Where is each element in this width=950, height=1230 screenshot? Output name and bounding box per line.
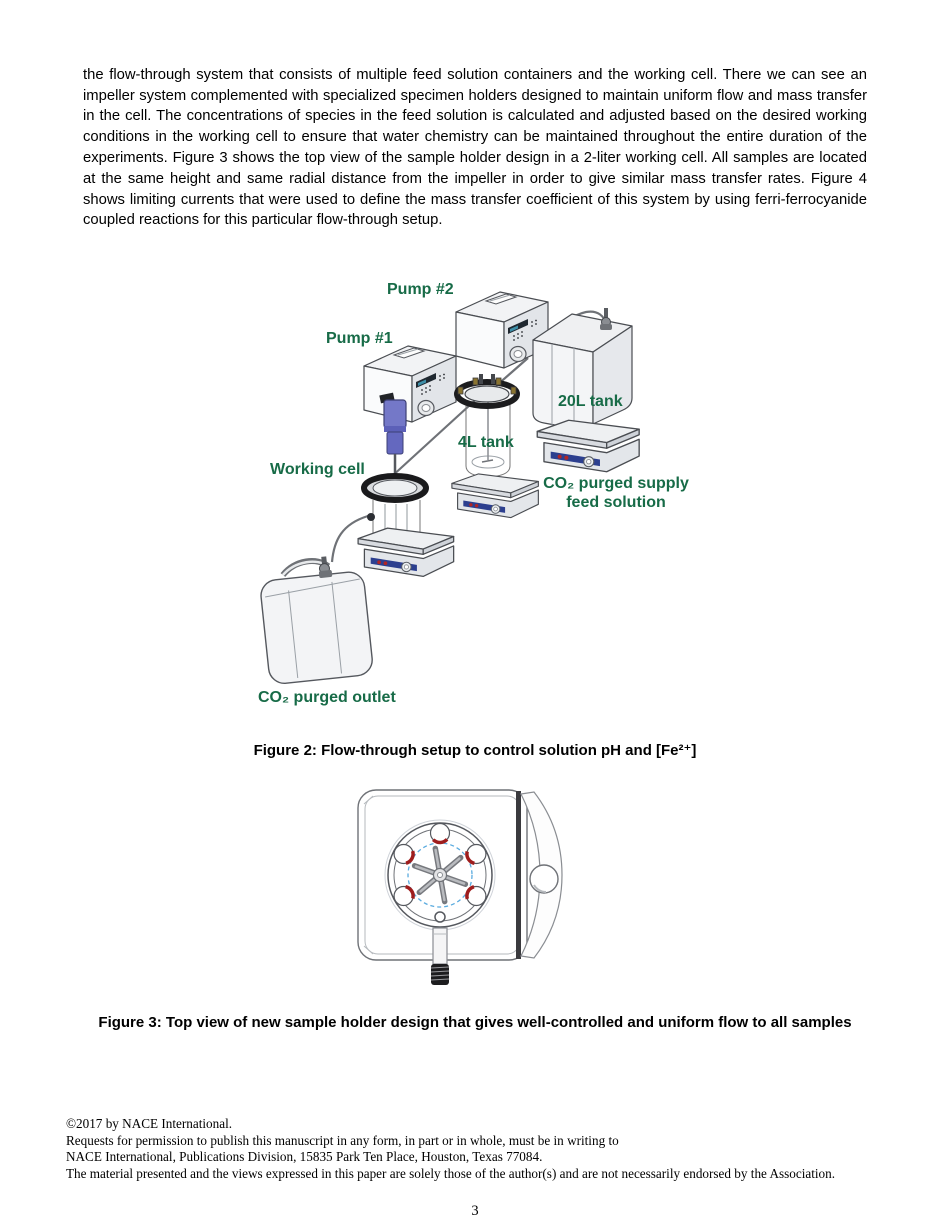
outlet-tank bbox=[260, 556, 373, 685]
label-supply-line1: CO₂ purged supply bbox=[543, 475, 689, 492]
footer-address: NACE International, Publications Divisio… bbox=[66, 1149, 543, 1165]
tank-20l bbox=[532, 308, 640, 473]
motor-body bbox=[383, 399, 407, 429]
figure2-caption: Figure 2: Flow-through setup to control … bbox=[253, 742, 697, 759]
bracket-edge bbox=[516, 791, 521, 959]
working-cell bbox=[357, 392, 455, 578]
balance-working-cell bbox=[357, 527, 455, 578]
shaft bbox=[430, 927, 450, 985]
tank-4l bbox=[451, 374, 539, 519]
footer-disclaimer: The material presented and the views exp… bbox=[66, 1165, 836, 1181]
bracket-hole bbox=[529, 864, 559, 894]
figure2-svg: Pump #2 Pump #1 20L tank 4L tank Working… bbox=[258, 281, 689, 706]
figure3-svg bbox=[357, 789, 563, 985]
body-paragraph: the flow-through system that consists of… bbox=[83, 66, 867, 229]
label-pump2: Pump #2 bbox=[387, 281, 454, 298]
balance-20l bbox=[536, 419, 640, 473]
impeller bbox=[411, 845, 469, 905]
label-pump1: Pump #1 bbox=[326, 330, 393, 347]
footer-copyright: ©2017 by NACE International. bbox=[66, 1116, 233, 1131]
page-number: 3 bbox=[471, 1202, 479, 1219]
footer: ©2017 by NACE International. Requests fo… bbox=[66, 1116, 890, 1182]
figure2-diagram: Pump #2 Pump #1 20L tank 4L tank Working… bbox=[230, 266, 700, 718]
label-outlet: CO₂ purged outlet bbox=[258, 689, 396, 706]
tank-20l-valve bbox=[600, 308, 612, 330]
figure3-caption: Figure 3: Top view of new sample holder … bbox=[98, 1014, 852, 1031]
cell-outlet-port bbox=[367, 513, 375, 521]
outlet-tank-valve bbox=[318, 556, 333, 578]
label-supply-line2: feed solution bbox=[566, 494, 666, 511]
label-tank20: 20L tank bbox=[558, 393, 623, 410]
pump-1 bbox=[363, 345, 457, 423]
balance-4l bbox=[451, 473, 539, 519]
sample-ports bbox=[393, 822, 487, 923]
label-working-cell: Working cell bbox=[270, 461, 365, 478]
figure3-diagram bbox=[338, 778, 570, 992]
label-tank4: 4L tank bbox=[458, 434, 514, 451]
footer-permission: Requests for permission to publish this … bbox=[66, 1132, 619, 1148]
